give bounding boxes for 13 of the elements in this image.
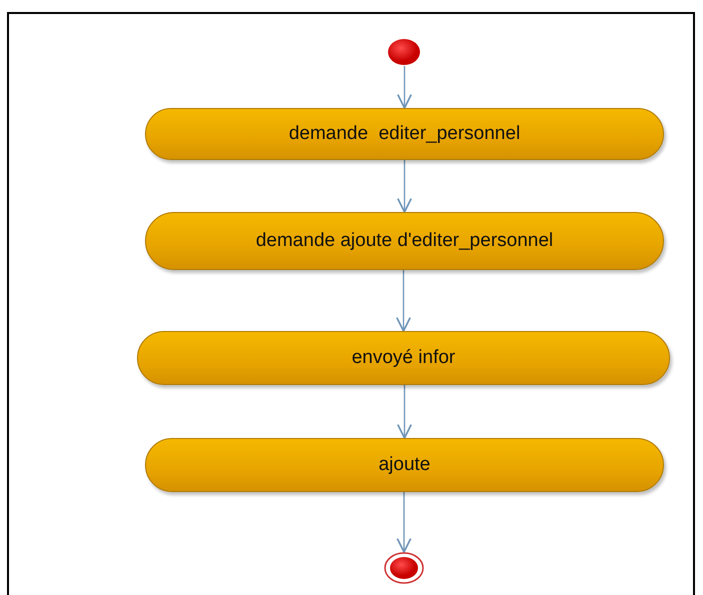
arrow [396, 492, 412, 553]
arrow [396, 385, 412, 439]
activity-box [145, 438, 664, 492]
arrow [396, 270, 412, 332]
activity-box [145, 108, 664, 160]
activity-box [137, 331, 670, 385]
activity-label: demande editer_personnel [288, 123, 522, 145]
activity-label: ajoute [378, 454, 432, 476]
activity-label: envoyé infor [350, 347, 456, 369]
activity-label: demande ajoute d'editer_personnel [254, 230, 554, 252]
arrow [396, 160, 412, 213]
arrow [396, 66, 412, 109]
activity-box [145, 212, 664, 270]
